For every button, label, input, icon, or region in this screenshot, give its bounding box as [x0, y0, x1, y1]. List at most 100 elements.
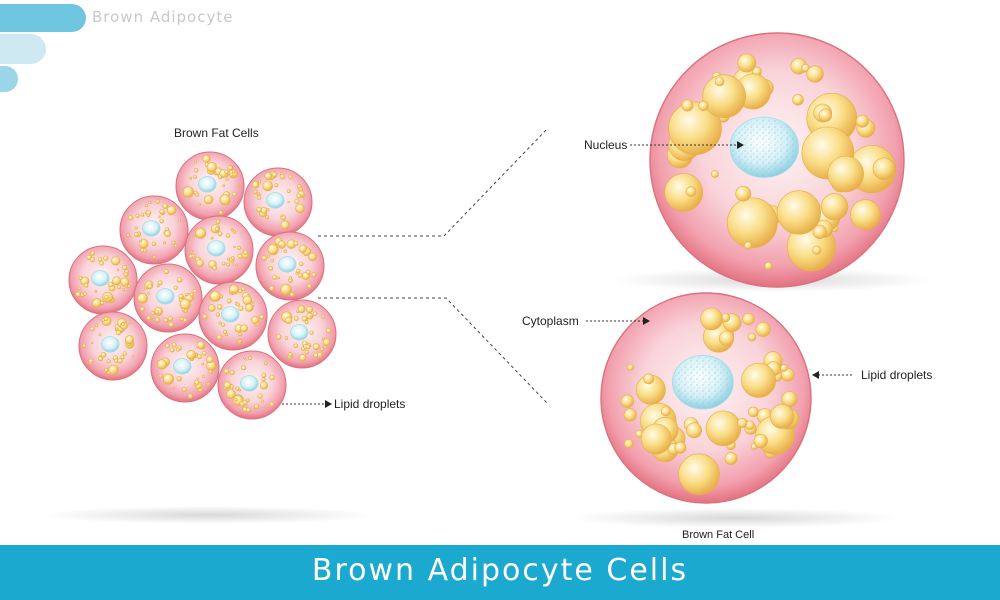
arrow-head-nucleus	[737, 141, 744, 149]
lipid-droplet	[214, 226, 220, 232]
lipid-droplet	[208, 369, 213, 374]
lipid-droplet	[279, 244, 282, 248]
lipid-droplet	[293, 316, 299, 321]
lipid-droplet	[193, 234, 196, 238]
lipid-droplet	[209, 290, 221, 302]
nucleus	[101, 336, 120, 353]
zoom-lines	[318, 127, 549, 405]
lipid-droplet	[195, 192, 200, 197]
lipid-droplet	[288, 276, 293, 280]
lipid-droplet	[309, 330, 314, 335]
lipid-droplet	[223, 368, 230, 375]
lipid-droplet	[755, 321, 771, 337]
lipid-droplet	[126, 233, 131, 238]
lipid-droplet	[115, 327, 119, 331]
small-fat-cell	[267, 299, 337, 369]
lipid-droplet	[264, 405, 267, 408]
lipid-droplet	[295, 203, 305, 214]
lipid-droplet	[217, 231, 223, 237]
lipid-droplet	[285, 316, 293, 325]
lipid-droplet	[261, 377, 266, 382]
lipid-droplet	[660, 406, 671, 417]
lipid-droplet	[812, 224, 827, 239]
lipid-droplet	[221, 261, 226, 266]
lipid-droplet	[121, 322, 125, 326]
lipid-droplet	[718, 330, 735, 346]
lipid-droplet	[311, 272, 317, 278]
lipid-droplet	[288, 174, 293, 180]
lipid-droplet	[260, 207, 268, 214]
lipid-droplet	[806, 65, 824, 83]
lipid-droplet	[100, 300, 105, 305]
lipid-droplet	[132, 355, 135, 358]
lipid-droplet	[747, 332, 757, 342]
lipid-droplet	[97, 257, 103, 262]
lipid-droplet	[702, 74, 747, 119]
lipid-droplet	[206, 162, 217, 173]
lipid-droplet	[210, 236, 214, 240]
lipid-droplet	[171, 240, 176, 245]
lipid-droplet	[114, 358, 119, 363]
lipid-droplet	[769, 404, 795, 429]
label-cytoplasm: Cytoplasm	[522, 314, 579, 328]
lipid-droplet	[100, 351, 107, 358]
lipid-droplet	[700, 307, 723, 331]
lipid-droplet	[145, 203, 149, 207]
lipid-droplet	[623, 438, 634, 449]
lipid-droplet	[242, 400, 248, 406]
lipid-droplet	[158, 373, 163, 378]
lipid-droplet	[215, 312, 221, 317]
lipid-droplet	[223, 381, 232, 389]
lipid-droplet	[115, 330, 121, 336]
zoom-line-bottom	[318, 297, 549, 405]
lipid-droplet	[306, 270, 311, 275]
lipid-droplet	[301, 315, 308, 322]
lipid-droplet	[140, 248, 145, 253]
label-brown-fat-cell: Brown Fat Cell	[682, 529, 755, 541]
lipid-droplet	[122, 351, 128, 356]
lipid-droplet	[169, 347, 175, 353]
lipid-droplet	[195, 227, 207, 239]
lipid-droplet	[171, 342, 177, 348]
lipid-droplet	[724, 452, 738, 465]
lipid-droplet	[150, 311, 155, 316]
lipid-droplet	[83, 283, 89, 288]
lipid-droplet	[134, 226, 138, 230]
lipid-droplet	[620, 394, 634, 408]
lipid-droplet	[225, 233, 230, 238]
nucleus	[221, 306, 240, 323]
arrow-head-cytoplasm	[643, 317, 650, 325]
lipid-droplet	[103, 255, 109, 261]
lipid-droplet	[735, 185, 752, 202]
lipid-droplet	[196, 345, 199, 349]
lipid-droplet	[173, 285, 178, 290]
lipid-droplet	[256, 195, 262, 200]
lipid-droplet	[195, 259, 204, 268]
nucleus	[278, 256, 297, 273]
lipid-droplet	[193, 175, 197, 179]
lipid-droplet	[308, 252, 317, 262]
lipid-droplet	[321, 314, 326, 319]
lipid-droplet	[140, 212, 145, 217]
lipid-droplet	[233, 245, 236, 249]
lipid-droplet	[685, 186, 697, 197]
lipid-droplet	[229, 369, 235, 375]
lipid-droplet	[155, 317, 160, 323]
enlarged-cell-top	[649, 32, 905, 288]
nucleus	[240, 375, 259, 392]
lipid-droplet	[176, 276, 183, 283]
lipid-droplet	[225, 177, 229, 181]
lipid-droplet	[86, 254, 92, 260]
lipid-droplet	[201, 374, 205, 378]
nucleus	[173, 358, 192, 375]
lipid-droplet	[263, 361, 268, 366]
lipid-droplet	[166, 205, 177, 216]
lipid-droplet	[128, 321, 131, 325]
lipid-droplet	[253, 403, 260, 410]
header-tab-3	[0, 66, 18, 92]
lipid-droplet	[298, 244, 307, 254]
lipid-droplet	[144, 286, 148, 290]
lipid-droplet	[202, 314, 208, 320]
lipid-droplet	[147, 292, 150, 295]
lipid-droplet	[229, 284, 240, 295]
